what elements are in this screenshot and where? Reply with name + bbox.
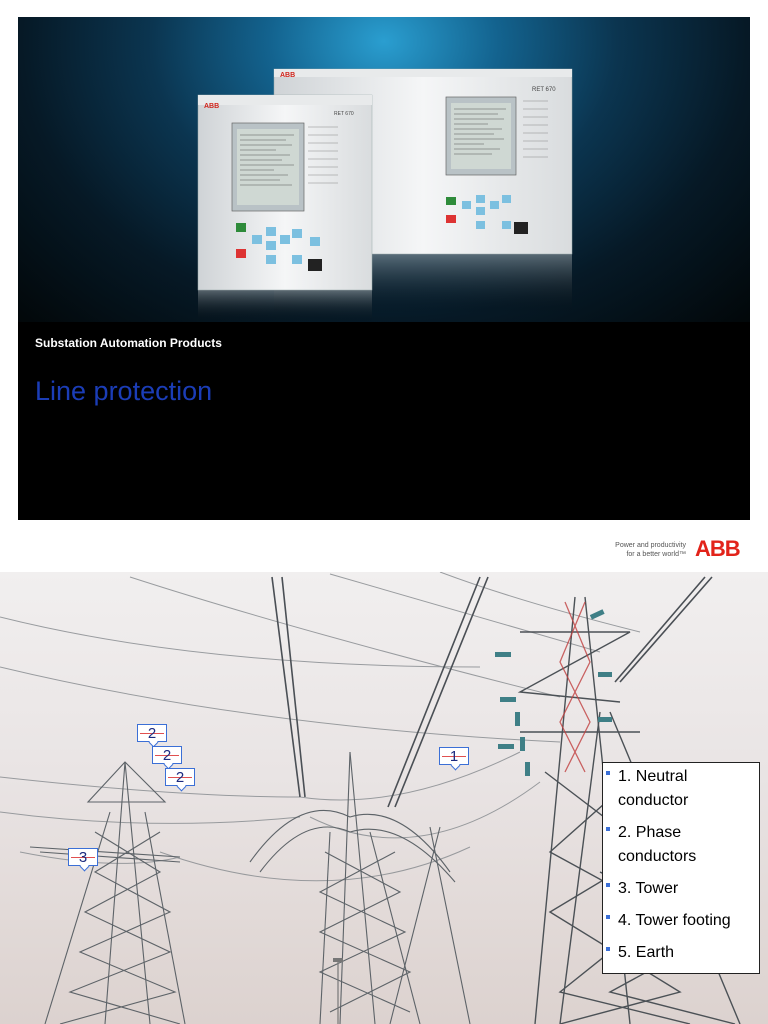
- transmission-towers-photo: 2 2 2 1 3 1. Neutral conductor 2. Phase …: [0, 572, 768, 1024]
- legend-item: 2. Phase conductors: [606, 821, 755, 869]
- callout-label: 2: [165, 768, 195, 786]
- legend-item: 5. Earth: [606, 941, 755, 965]
- callout-label: 1: [439, 747, 469, 765]
- callout-number: 2: [147, 725, 157, 742]
- bullet-icon: [606, 883, 610, 887]
- device-brand: ABB: [280, 72, 295, 79]
- legend-text: 5. Earth: [618, 944, 675, 961]
- callout-number: 1: [449, 748, 459, 765]
- component-legend: 1. Neutral conductor 2. Phase conductors…: [602, 762, 760, 974]
- callout-number: 2: [162, 747, 172, 764]
- device-model: RET 670: [334, 111, 354, 117]
- transmission-line-slide: Power and productivity for a better worl…: [0, 520, 768, 1024]
- callout-number: 3: [78, 849, 88, 866]
- legend-text: 1. Neutral conductor: [618, 768, 689, 809]
- device-model: RET 670: [532, 87, 556, 93]
- device-brand: ABB: [204, 103, 219, 110]
- product-hero-image: ABB RET 670: [18, 17, 750, 322]
- abb-logo-text: ABB: [695, 537, 740, 559]
- abb-logo: ABB: [695, 537, 741, 559]
- callout-number: 2: [175, 769, 185, 786]
- legend-text: 2. Phase conductors: [618, 824, 697, 865]
- legend-item: 1. Neutral conductor: [606, 765, 755, 813]
- bullet-icon: [606, 771, 610, 775]
- slide-subtitle: Substation Automation Products: [35, 336, 222, 350]
- relay-device-small: ABB RET 670: [197, 94, 373, 322]
- legend-text: 3. Tower: [618, 880, 679, 897]
- slide-title: Line protection: [35, 376, 213, 406]
- bullet-icon: [606, 915, 610, 919]
- slogan: Power and productivity for a better worl…: [560, 541, 686, 559]
- bullet-icon: [606, 947, 610, 951]
- tower-middle: [249, 751, 471, 1024]
- slogan-line: Power and productivity: [615, 542, 686, 549]
- title-slide: ABB RET 670: [18, 17, 750, 520]
- callout-label: 3: [68, 848, 98, 866]
- tower-left: [29, 761, 186, 1024]
- bullet-icon: [606, 827, 610, 831]
- slogan-line: for a better world™: [626, 551, 686, 558]
- callout-label: 2: [137, 724, 167, 742]
- callout-label: 2: [152, 746, 182, 764]
- legend-text: 4. Tower footing: [618, 912, 731, 929]
- legend-item: 4. Tower footing: [606, 909, 755, 933]
- legend-item: 3. Tower: [606, 877, 755, 901]
